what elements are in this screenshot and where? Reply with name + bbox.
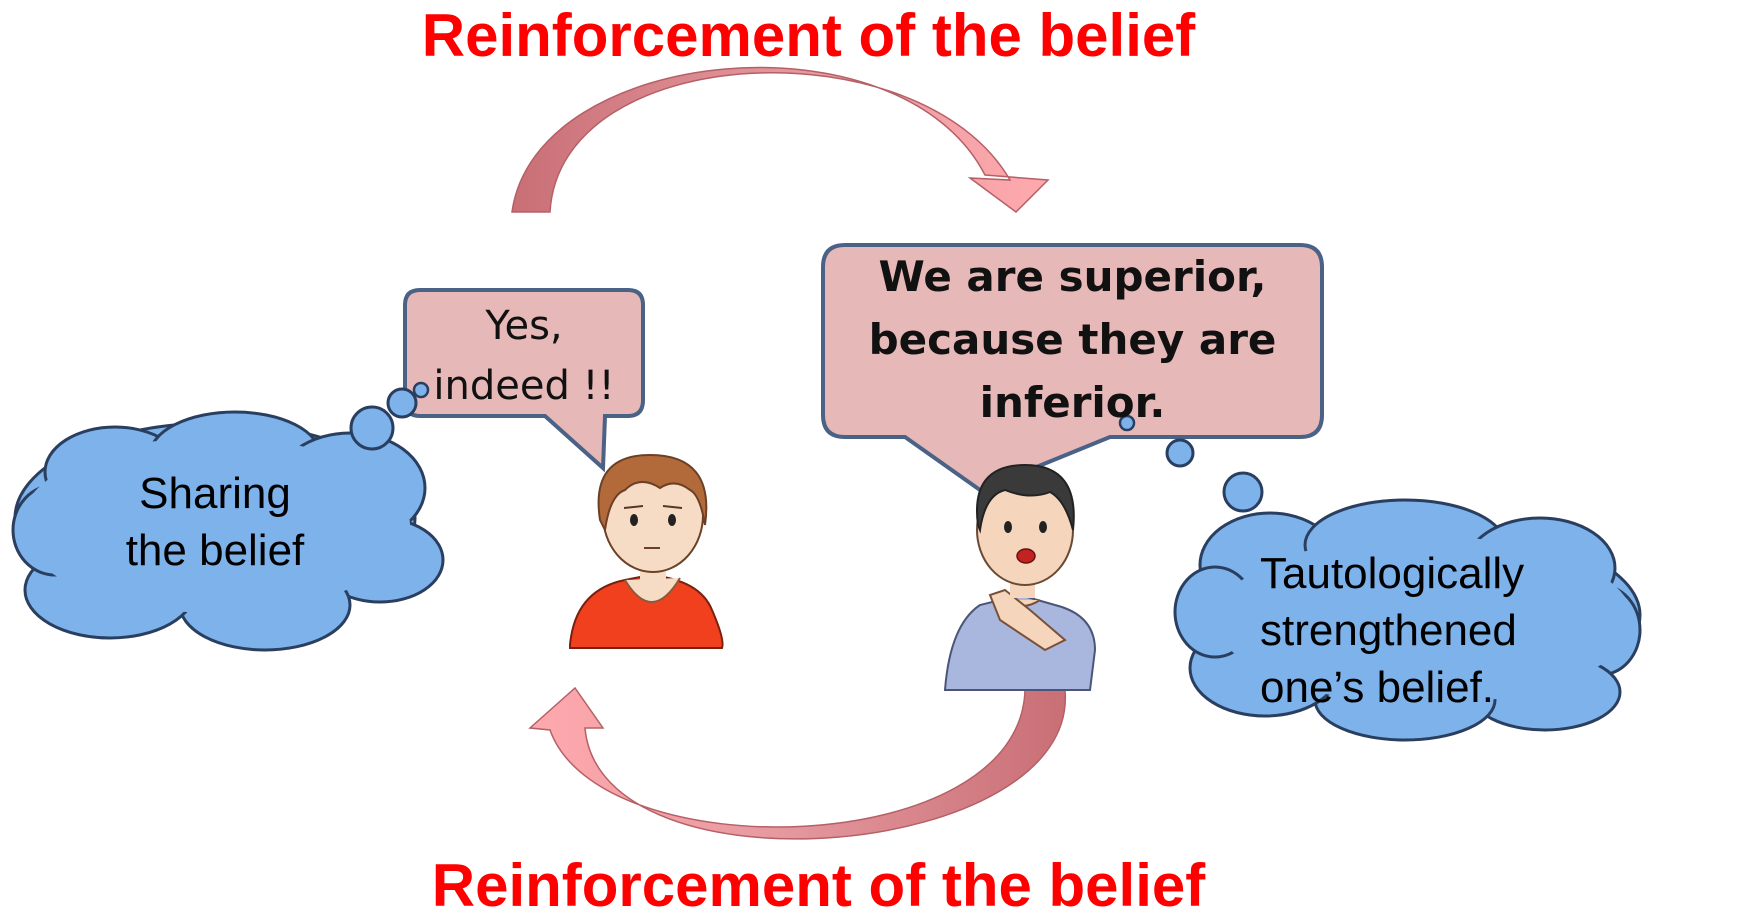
right-cloud-line2: strengthened — [1260, 606, 1517, 655]
left-thought-circle-small — [412, 381, 430, 399]
left-cloud-line2: the belief — [125, 526, 305, 575]
right-thought-circle-medium — [1165, 438, 1195, 468]
right-bubble-line2: because they are — [868, 315, 1277, 364]
title-top: Reinforcement of the belief — [421, 2, 1196, 69]
left-bubble-line1: Yes, — [485, 303, 563, 349]
right-cloud-line1: Tautologically — [1260, 549, 1525, 598]
right-bubble-line1: We are superior, — [878, 252, 1267, 301]
left-speech-bubble-shape — [403, 288, 645, 473]
right-cloud-line3: one’s belief. — [1260, 663, 1495, 712]
right-cloud-text: Tautologically strengthened one’s belief… — [1260, 545, 1580, 716]
left-thought-circle-medium — [386, 387, 418, 419]
left-bubble-text: Yes, indeed !! — [405, 296, 643, 416]
right-bubble-text: We are superior, because they are inferi… — [823, 245, 1322, 434]
top-curved-arrow — [511, 66, 1050, 213]
left-thought-circle-large — [349, 405, 395, 451]
right-speech-bubble-shape — [821, 243, 1324, 493]
title-bottom: Reinforcement of the belief — [431, 852, 1206, 919]
right-bubble-line3: inferior. — [979, 378, 1166, 427]
right-thought-circle-large — [1222, 471, 1264, 513]
left-bubble-line2: indeed !! — [433, 363, 615, 409]
left-cloud-line1: Sharing — [139, 469, 291, 518]
right-person-illustration — [943, 463, 1097, 691]
left-person-illustration — [569, 453, 724, 649]
bottom-curved-arrow — [528, 686, 1066, 840]
left-cloud-text: Sharing the belief — [85, 465, 345, 579]
left-thought-cloud — [11, 410, 445, 652]
right-thought-cloud — [1173, 498, 1642, 742]
right-thought-circle-small — [1118, 414, 1136, 432]
